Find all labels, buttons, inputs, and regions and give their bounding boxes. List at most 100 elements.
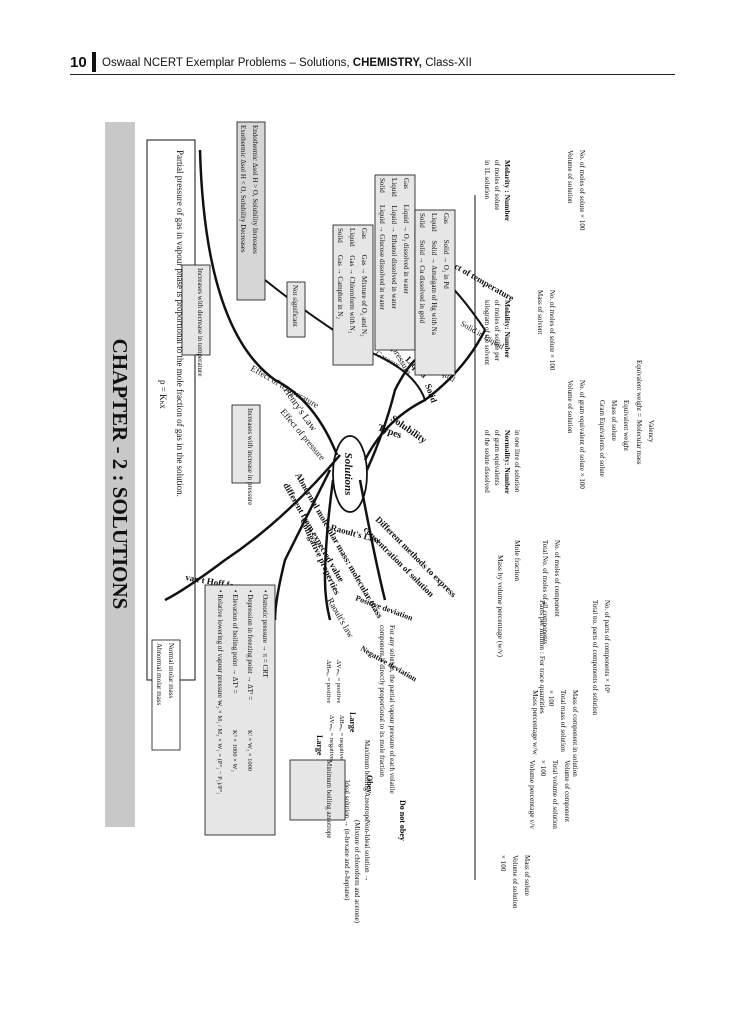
molality-line1: Molality: Number — [503, 300, 512, 359]
raoult-branch-line — [323, 479, 335, 621]
concentration-branch-line1: Different methods to express — [374, 514, 459, 599]
normality-line1: Normality: Number — [503, 430, 512, 495]
page-number: 10 — [70, 54, 87, 71]
liquid-row-1: Gas Liquid → O₂ dissolved in water — [402, 178, 410, 295]
gaseous-row-1: Gas Gas → Mixture of O₂ and N₂ — [360, 228, 368, 337]
mole-fraction-label: Mole fraction — [513, 540, 522, 581]
boiling-formula-num: Kᵇ × 1000 × W₂ — [231, 730, 238, 772]
molarity-line2: of moles of solute — [493, 160, 501, 210]
rlvp-formula: W₂ × M₁ / M₂ × W₁ = (P°₁ − P₁)/P°₁ — [216, 700, 223, 794]
colligative-item-boiling: • Elevation of boiling point → ΔTᵇ = — [231, 590, 239, 694]
gaseous-examples-box — [332, 224, 374, 366]
mbv-mult: × 100 — [499, 855, 507, 872]
gaseous-row-3: Solid Gas → Camphor in N₂ — [336, 228, 344, 319]
temperature-effect-box — [236, 121, 266, 301]
raoult-statement-box — [289, 759, 346, 821]
geq-den: Equivalent weight — [622, 400, 630, 451]
solid-row-1: Gas Solid → O₂ in Pd — [442, 213, 450, 289]
vp-num: Volume of component — [563, 760, 571, 822]
exothermic-text: Exothermic Δsol H < O, Solubility Decrea… — [239, 125, 247, 253]
solid-row-3: Solid Solid → Cu dissolved in gold — [418, 213, 426, 324]
vp-den: Total volume of solution — [551, 760, 559, 829]
n-den: Volume of solution — [566, 380, 574, 434]
min-azeotrope: Minimum boiling azeotrope — [325, 760, 333, 839]
mbv-num: Mass of solute — [523, 855, 531, 896]
henry-branch-line — [198, 149, 339, 456]
large-label-1: Large — [315, 735, 324, 756]
types-branch-line — [365, 359, 416, 471]
non-ideal-line1: Non-Ideal solution → — [363, 820, 371, 881]
normality-line2: of gram equivalents — [493, 430, 501, 486]
mp-den: Total mass of solution — [559, 690, 567, 752]
vant-hoff-box — [151, 639, 181, 751]
molality-line3: kilogram of the solvent — [483, 300, 491, 365]
M-den: Volume of solution — [566, 150, 574, 204]
solid-row-2: Liquid Solid → Amalgam of Hg with Na — [430, 213, 438, 336]
center-label: Solutions — [342, 453, 354, 496]
header-divider — [92, 52, 96, 72]
gaseous-row-2: Liquid Gas → Chloroform with N₂ — [348, 228, 356, 334]
liquid-row-3: Solid Liquid → Glucose dissolved in wate… — [378, 178, 386, 310]
mass-pct-label: Mass percentage w/w — [531, 690, 540, 756]
ppm-label: Parts per million : For trace quantities — [538, 600, 547, 714]
henry-statement-box — [146, 139, 196, 681]
molality-line2: of moles of solute per — [493, 300, 501, 362]
obey-label: Obey — [365, 775, 374, 793]
ppm-den: Total no. parts of components of solutio… — [591, 600, 599, 716]
non-ideal-line2: (Mixture of chloroform and acetone) — [353, 820, 361, 924]
colligative-box — [204, 584, 276, 836]
molarity-line3: in 1L solution — [483, 160, 491, 200]
pos-condition-2: ΔHₘᵢₓ = positive — [325, 660, 332, 703]
endothermic-text: Endothermic Δsol H > O, Solubility Incre… — [251, 125, 259, 254]
abnormal-branch-line — [164, 454, 341, 602]
n-num: No. of gram equivalent of solute × 100 — [578, 380, 586, 489]
solid-examples-box — [414, 209, 456, 376]
m-num: No. of moles of solute × 100 — [548, 290, 556, 371]
geq-label: Gram Equivalents of solute — [598, 400, 606, 477]
effect-temperature-gas-label: Effect of temperature — [249, 363, 321, 410]
not-significant-text: Not significant — [291, 285, 299, 327]
page-header: 10 Oswaal NCERT Exemplar Problems – Solu… — [70, 52, 675, 75]
normality-line3: of the solute dissolved — [483, 430, 491, 493]
geq-num: Mass of solute — [610, 400, 618, 441]
ideal-solution: Ideal solution → (n-hexane and n-heptane… — [343, 780, 351, 901]
M-num: No. of moles of solute × 100 — [578, 150, 586, 231]
raoult-statement-line1: For any solution, the partial vapour pre… — [388, 625, 396, 794]
max-azeotrope: Maximum boiling Azeotrope — [363, 740, 371, 821]
raoult-statement-line2: component is directly proportional to it… — [378, 625, 386, 777]
colligative-item-rlvp: • Relative lowering of vapour pressure → — [216, 590, 224, 707]
large-label-2: Large — [348, 712, 357, 733]
eqw-den: Valency — [647, 420, 655, 443]
chapter-title: CHAPTER - 2 : SOLUTIONS — [108, 339, 132, 610]
colligative-branch-line — [273, 469, 332, 621]
neg-condition-1: ΔHₘᵢₓ = negative — [338, 715, 345, 760]
header-book-title: Oswaal NCERT Exemplar Problems – Solutio… — [102, 57, 350, 69]
eqw-label: Equivalent weight = — [635, 360, 643, 417]
liquid-row-2: Liquid Liquid → Ethanol dissolved in wat… — [390, 178, 398, 310]
freezing-formula-num: Kᶠ × W₂ × 1000 — [246, 730, 253, 771]
concentration-branch-line — [358, 479, 387, 601]
center-node — [332, 435, 368, 513]
colligative-item-osmotic: • Osmotic pressure → π = CRT — [261, 590, 269, 678]
eqw-num: Molecular mass — [635, 420, 643, 465]
volume-pct-label: Volume percentage v/v — [528, 760, 537, 829]
vant-hoff-numerator: Normal molar mass — [167, 643, 175, 698]
pos-condition-1: ΔVₘᵢₓ = positive — [335, 660, 342, 703]
mf-num: No. of moles of component — [553, 540, 561, 617]
normality-line4: in one litre of solution — [513, 430, 521, 493]
increases-pressure-text: Increases with increase in pressure — [246, 408, 254, 505]
header-subject: CHEMISTRY, — [352, 57, 422, 69]
colligative-item-freezing: • Depression in freezing point → ΔTᶠ = — [246, 590, 254, 700]
neg-condition-2: ΔVₘᵢₓ = negative — [328, 715, 335, 760]
henry-statement: Partial pressure of gas in vapour phase … — [175, 150, 185, 497]
do-not-obey-label: Do not obey — [398, 800, 407, 841]
header-text: Oswaal NCERT Exemplar Problems – Solutio… — [102, 57, 472, 69]
not-significant-box — [286, 281, 306, 338]
mass-by-volume-label: Mass by volume percentage (w/v) — [496, 555, 505, 658]
vant-hoff-denominator: Abnormal molar mass — [155, 643, 163, 705]
m-den: Mass of solvent — [536, 290, 544, 334]
mp-mult: × 100 — [547, 690, 555, 707]
henry-formula: p = Kₕx — [158, 380, 168, 409]
chapter-banner — [105, 122, 135, 827]
